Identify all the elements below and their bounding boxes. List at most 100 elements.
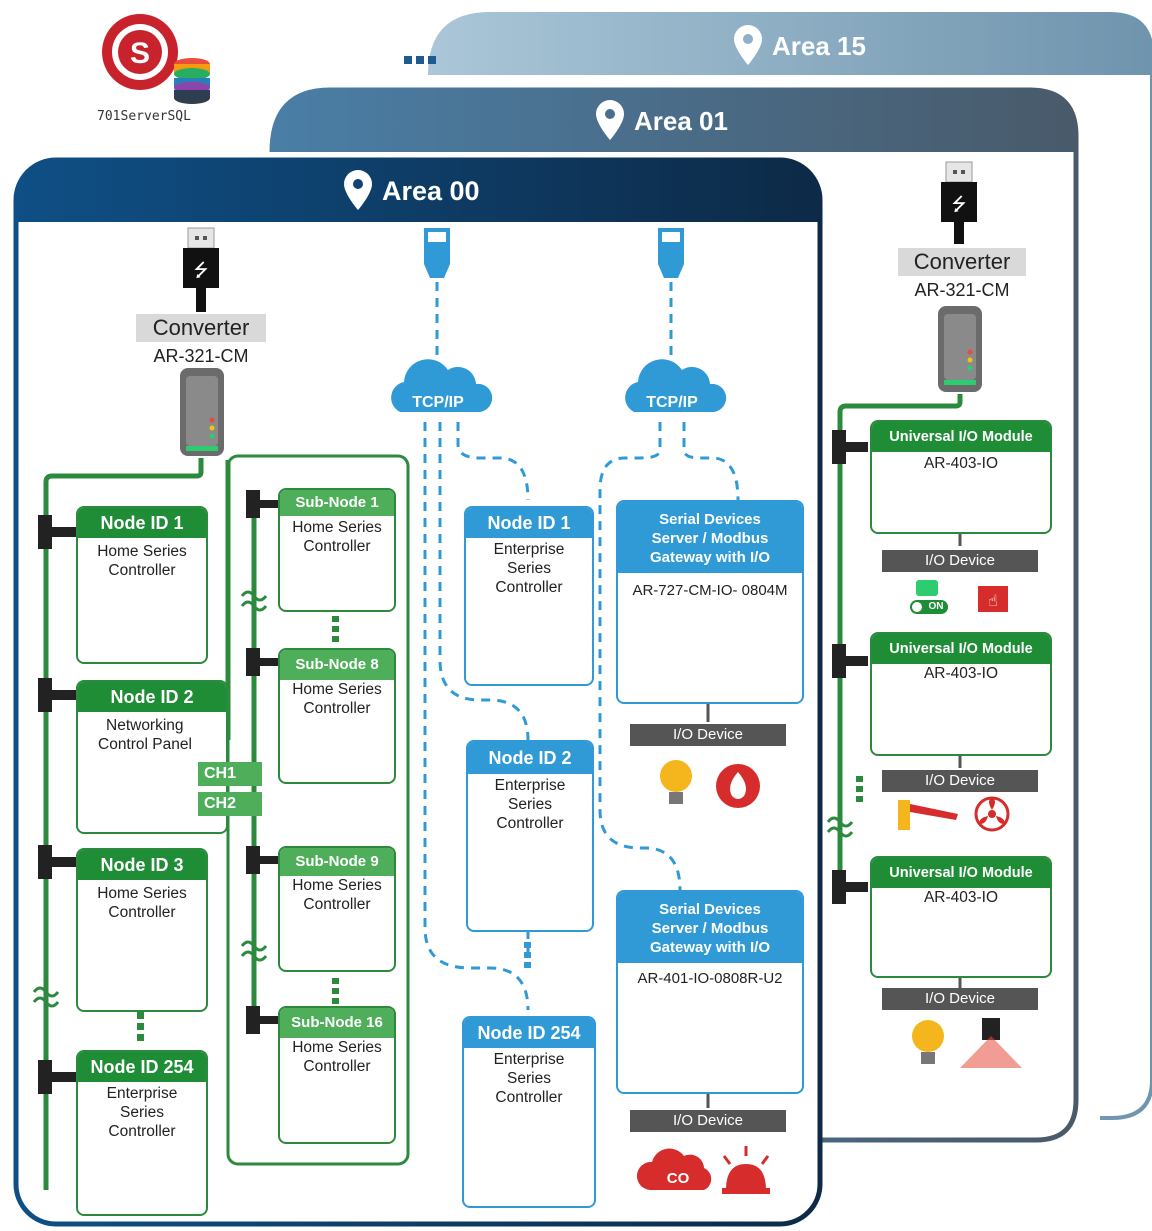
gateway-box: Serial Devices Server / Modbus Gateway w… [616, 500, 804, 704]
co-sensor-icon [636, 1148, 712, 1190]
node-id-label: Node ID 2 [468, 742, 592, 774]
node-id-label: Node ID 1 [466, 508, 592, 538]
motor-on-icon [910, 580, 948, 614]
tcp-node-box: Node ID 1 Enterprise Series Controller [464, 506, 594, 686]
io-device-label: I/O Device [882, 550, 1038, 572]
node-desc-line: Home Series [97, 885, 187, 902]
node-id-label: Node ID 254 [464, 1018, 594, 1048]
vertical-dots [137, 1012, 144, 1041]
node-box: Node ID 254 Enterprise Series Controller [76, 1050, 208, 1216]
bus-tap [38, 515, 76, 1094]
io-device-label: I/O Device [630, 1110, 786, 1132]
node-box: Node ID 2 Networking Control Panel [76, 680, 228, 834]
channel-tag: CH1 [198, 762, 262, 786]
io-module-box: Universal I/O Module AR-403-IO [870, 632, 1052, 756]
usb-plug-icon: ⭍ [183, 227, 219, 312]
io-module-model: AR-403-IO [923, 665, 999, 682]
gateway-title: Serial Devices Server / Modbus Gateway w… [618, 502, 802, 573]
gateway-title-line: Serial Devices [659, 511, 761, 528]
area-15-title: Area 15 [772, 31, 866, 61]
cloud-icon [391, 359, 493, 412]
bus-tap [832, 430, 868, 904]
vertical-dots [856, 776, 863, 802]
sub-bus-line [225, 460, 257, 1020]
io-module-title: Universal I/O Module [872, 422, 1050, 452]
vertical-dots [524, 942, 531, 968]
io-module-model: AR-403-IO [923, 455, 999, 472]
break-icon [240, 590, 268, 962]
light-bulb-icon [912, 1020, 944, 1064]
location-pin-icon [734, 25, 762, 65]
node-desc-line: Controller [303, 1058, 371, 1075]
node-desc-line: Series [120, 1104, 164, 1121]
converter-label: Converter [898, 248, 1026, 276]
node-box: Node ID 1 Home Series Controller [76, 506, 208, 664]
node-desc-line: Home Series [97, 543, 187, 560]
tcp-node-box: Node ID 2 Enterprise Series Controller [466, 740, 594, 932]
sub-node-box: Sub-Node 9 Home Series Controller [278, 846, 396, 972]
area-00-title: Area 00 [382, 176, 480, 206]
gateway-title-line: Serial Devices [659, 901, 761, 918]
cloud-icon [625, 359, 727, 412]
fire-icon [716, 764, 760, 808]
gateway-model: AR-727-CM-IO- 0804M [632, 582, 788, 599]
io-module-box: Universal I/O Module AR-403-IO [870, 856, 1052, 978]
gateway-title: Serial Devices Server / Modbus Gateway w… [618, 892, 802, 963]
node-desc-line: Enterprise [493, 541, 565, 558]
node-desc-line: Series [507, 1070, 551, 1087]
sub-node-box: Sub-Node 8 Home Series Controller [278, 648, 396, 784]
channel-tag: CH2 [198, 792, 262, 816]
area-01-title: Area 01 [634, 106, 728, 136]
node-id-label: Node ID 1 [78, 508, 206, 538]
usb-plug-icon: ⭍ [941, 161, 977, 244]
node-desc-line: Controller [303, 538, 371, 555]
node-box: Node ID 3 Home Series Controller [76, 848, 208, 1012]
ethernet-plug-icon [658, 228, 684, 278]
node-desc-line: Controller [108, 562, 176, 579]
break-icon [826, 816, 854, 838]
co-badge: CO [666, 1170, 690, 1187]
rs485-bus-left [43, 458, 204, 1190]
converter-device-icon [938, 306, 982, 392]
io-device-label: I/O Device [882, 988, 1038, 1010]
svg-text:S: S [130, 37, 150, 70]
io-module-box: Universal I/O Module AR-403-IO [870, 420, 1052, 534]
barrier-gate-icon [898, 800, 958, 830]
svg-text:⭍: ⭍ [952, 194, 967, 215]
gateway-title-line: Server / Modbus [651, 920, 769, 937]
sub-node-box: Sub-Node 1 Home Series Controller [278, 488, 396, 612]
svg-text:☝: ☝ [988, 591, 998, 610]
node-desc-line: Control Panel [98, 736, 192, 753]
sub-node-id-label: Sub-Node 16 [280, 1008, 394, 1038]
sub-bus-tap [246, 490, 278, 1034]
tcp-ip-label: TCP/IP [646, 394, 698, 411]
io-module-model: AR-403-IO [923, 889, 999, 906]
gateway-title-line: Gateway with I/O [649, 939, 771, 956]
svg-text:⭍: ⭍ [194, 260, 209, 281]
rs485-bus-right [837, 394, 963, 890]
node-desc-line: Controller [496, 815, 564, 832]
gateway-title-line: Server / Modbus [651, 530, 769, 547]
node-desc-line: Home Series [292, 877, 382, 894]
converter-label: Converter [136, 314, 266, 342]
node-desc-line: Controller [108, 1123, 176, 1140]
io-device-label: I/O Device [882, 770, 1038, 792]
location-pin-icon [344, 170, 372, 210]
node-desc-line: Controller [303, 700, 371, 717]
sub-node-id-label: Sub-Node 8 [280, 650, 394, 680]
sub-node-box: Sub-Node 16 Home Series Controller [278, 1006, 396, 1144]
converter-model: AR-321-CM [914, 280, 1010, 300]
node-desc-line: Series [507, 560, 551, 577]
node-desc-line: Home Series [292, 1039, 382, 1056]
node-desc-line: Enterprise [493, 1051, 565, 1068]
io-module-title: Universal I/O Module [872, 634, 1050, 664]
node-desc-line: Controller [108, 904, 176, 921]
location-pin-icon [596, 100, 624, 140]
fan-icon [974, 796, 1010, 832]
emergency-button-icon: ☝ [978, 586, 1008, 612]
node-desc-line: Series [508, 796, 552, 813]
node-desc-line: Home Series [292, 519, 382, 536]
area-15-panel [428, 12, 1152, 1120]
area-01-panel [269, 87, 1079, 1143]
tcp-link [598, 282, 740, 891]
